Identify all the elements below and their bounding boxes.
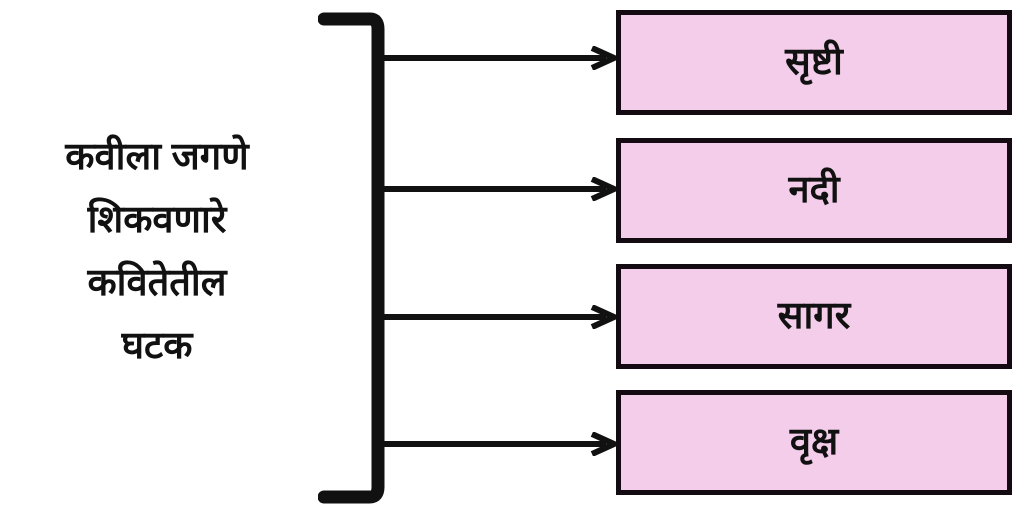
root-label-line-2: शिकवणारे: [87, 199, 227, 241]
connector-arrow-3: [378, 305, 618, 329]
root-label-line-4: घटक: [121, 325, 193, 367]
branch-label-2: नदी: [788, 168, 840, 211]
branch-box-1[interactable]: सृष्टी: [616, 10, 1012, 115]
branch-label-4: वृक्ष: [789, 420, 839, 463]
connector-arrow-2: [378, 177, 618, 201]
branch-label-3: सागर: [777, 294, 851, 337]
branch-box-4[interactable]: वृक्ष: [616, 390, 1012, 495]
root-label: कवीला जगणे शिकवणारे कवितेतील घटक: [4, 126, 310, 378]
connector-arrow-1: [378, 46, 618, 70]
branch-label-1: सृष्टी: [785, 40, 843, 83]
root-label-line-1: कवीला जगणे: [65, 136, 249, 178]
connector-arrow-4: [378, 432, 618, 456]
branch-box-3[interactable]: सागर: [616, 264, 1012, 369]
brace-icon: [318, 12, 385, 504]
branch-box-2[interactable]: नदी: [616, 138, 1012, 243]
root-label-line-3: कवितेतील: [87, 262, 227, 304]
